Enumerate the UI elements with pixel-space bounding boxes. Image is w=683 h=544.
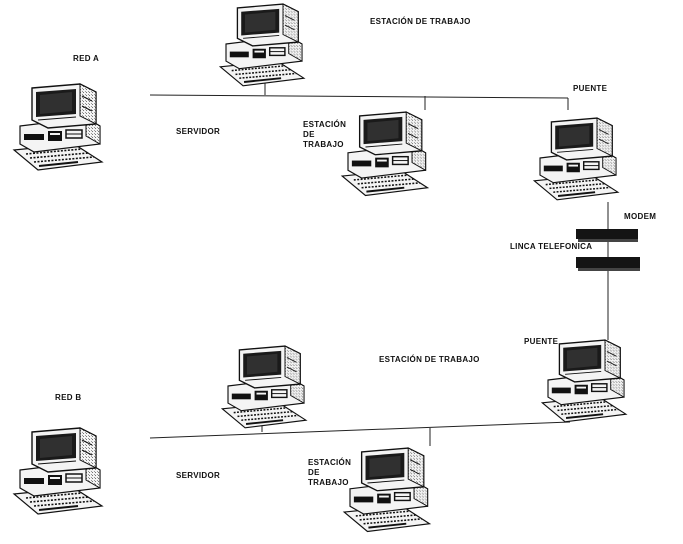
server-a-label: SERVIDOR: [176, 127, 220, 137]
label-line: DE: [303, 130, 346, 140]
server-a-icon: [14, 84, 102, 170]
workstation-mid-b-label: ESTACIÓN DE TRABAJO: [308, 458, 351, 488]
label-line: ESTACIÓN: [308, 458, 351, 468]
label-line: DE: [308, 468, 351, 478]
server-b-icon: [14, 428, 102, 514]
server-b-label: SERVIDOR: [176, 471, 220, 481]
network-b-title: RED B: [55, 393, 81, 403]
workstation-mid-a-label: ESTACIÓN DE TRABAJO: [303, 120, 346, 150]
workstation-mid-a-icon: [342, 112, 427, 195]
workstation-mid-b-icon: [344, 448, 429, 531]
modem-shadow: [578, 268, 640, 271]
label-line: TRABAJO: [303, 140, 346, 150]
label-line: TRABAJO: [308, 478, 351, 488]
workstation-top-a-icon: [220, 4, 304, 86]
modem-icon: [576, 229, 638, 239]
workstation-top-b-icon: [222, 346, 306, 428]
workstation-top-a-label: ESTACIÓN DE TRABAJO: [370, 17, 471, 27]
bridge-a-label: PUENTE: [573, 84, 607, 94]
phone-line-label: LINCA TELEFONICA: [510, 242, 592, 252]
modem-icon: [576, 257, 640, 268]
network-a-title: RED A: [73, 54, 99, 64]
modem-label: MODEM: [624, 212, 656, 222]
label-line: ESTACIÓN: [303, 120, 346, 130]
workstation-top-b-label: ESTACIÓN DE TRABAJO: [379, 355, 480, 365]
network-b-cabling: [150, 420, 570, 446]
bridge-b-icon: [542, 340, 626, 422]
bridge-a-icon: [534, 118, 618, 200]
bridge-b-label: PUENTE: [524, 337, 558, 347]
